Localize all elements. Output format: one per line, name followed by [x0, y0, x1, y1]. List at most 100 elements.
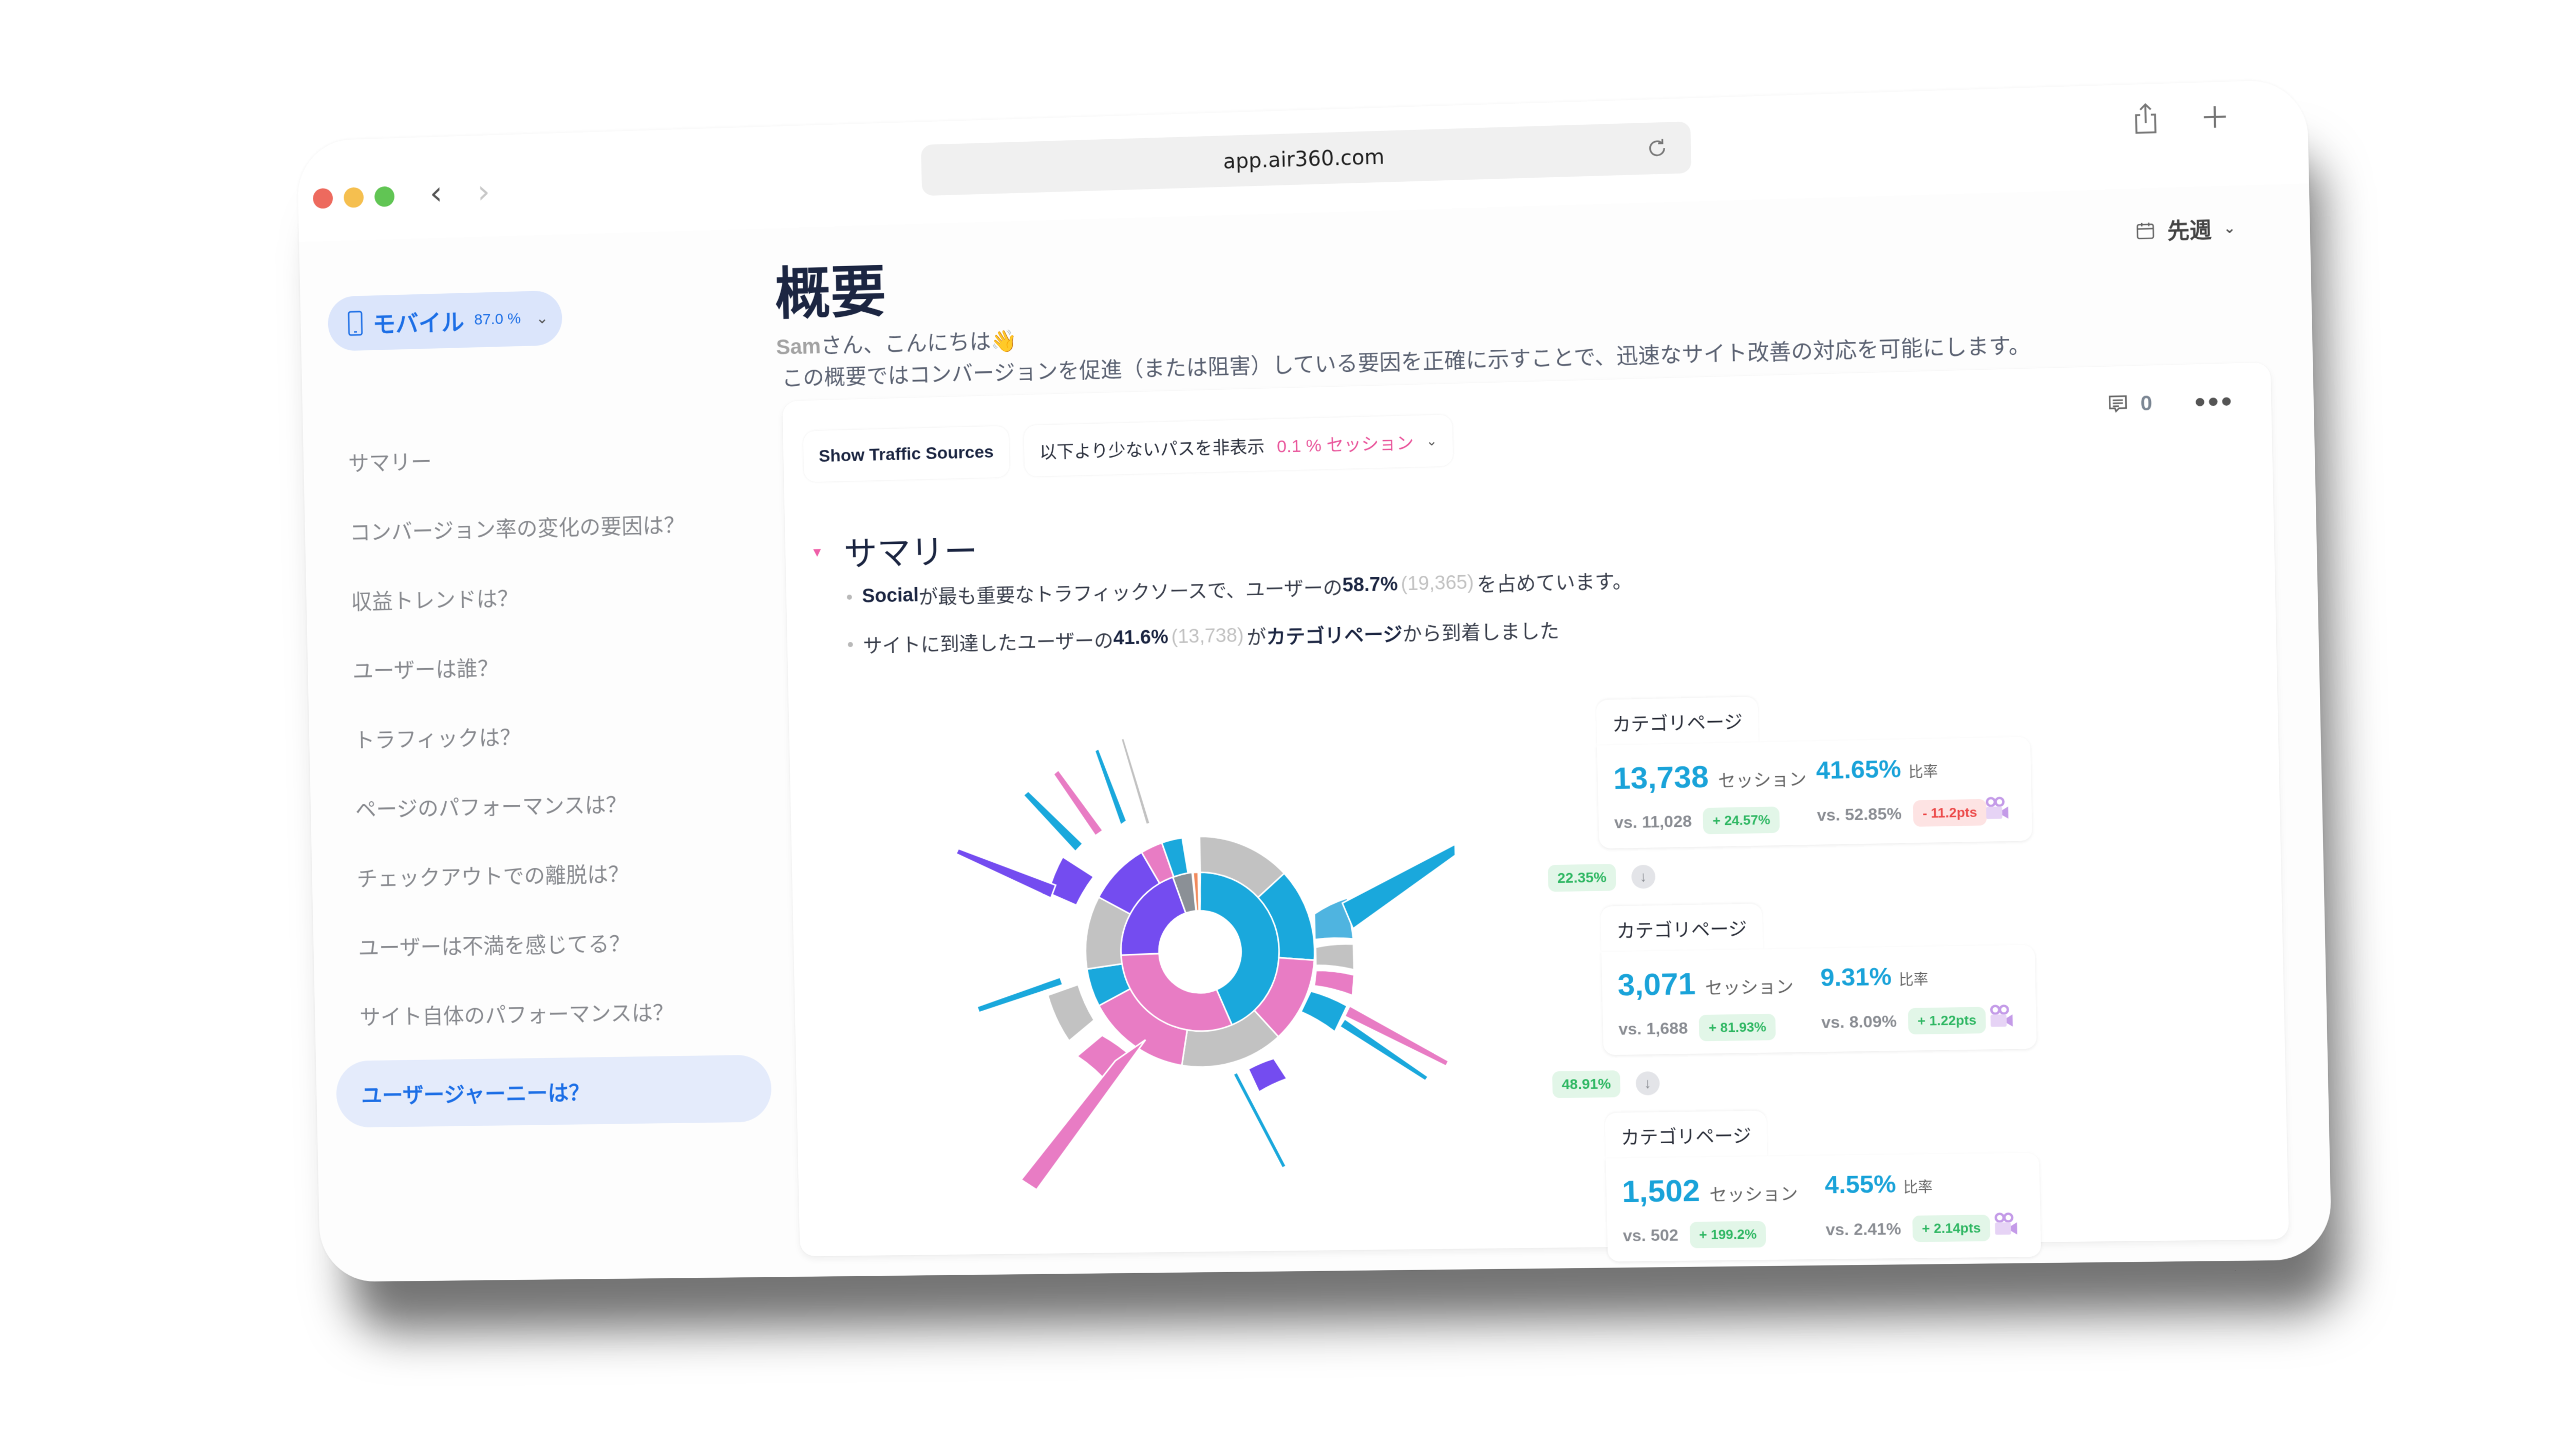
bullet-dot: [847, 641, 853, 647]
hide-paths-filter[interactable]: 以下より少ないパスを非表示 0.1 % セッション ⌄: [1023, 414, 1453, 477]
bullet-percent: 58.7%: [1342, 573, 1398, 596]
sidebar-item-site-performance[interactable]: サイト自体のパフォーマンスは？: [359, 1000, 674, 1030]
sessions-delta-badge: + 81.93%: [1699, 1013, 1776, 1042]
chevron-down-icon: ⌄: [2223, 219, 2236, 236]
session-replay-icon[interactable]: [1990, 1210, 2019, 1239]
rate-delta-badge: - 11.2pts: [1913, 799, 1987, 827]
collapse-caret-icon[interactable]: ▼: [810, 544, 824, 560]
user-name: Sam: [776, 334, 821, 360]
sunburst-segment: [1141, 843, 1174, 884]
rate-compare: vs. 52.85%: [1817, 804, 1902, 825]
bullet-percent: 41.6%: [1113, 626, 1169, 649]
sunburst-segment: [1121, 738, 1150, 825]
summary-section-header[interactable]: ▼ サマリー: [810, 524, 978, 577]
sunburst-segment: [1248, 1058, 1287, 1092]
bullet-text: が: [1247, 627, 1267, 649]
sunburst-segment: [1258, 873, 1315, 961]
greeting-text: さん、こんにちは👋: [820, 328, 1018, 358]
sunburst-segment: [1314, 898, 1353, 939]
dropoff-percent: 22.35%: [1547, 863, 1616, 892]
sunburst-segment: [1047, 856, 1094, 905]
arrow-down-icon[interactable]: ↓: [1631, 864, 1656, 889]
rate-value: 41.65%: [1816, 755, 1902, 785]
sidebar-item-who-are-users[interactable]: ユーザーは誰？: [352, 656, 499, 684]
url-text: app.air360.com: [1222, 145, 1385, 174]
page-title: 概要: [774, 260, 887, 326]
session-replay-icon[interactable]: [1986, 1002, 2015, 1032]
sunburst-segment: [1339, 1017, 1428, 1082]
dropoff-percent: 48.91%: [1552, 1070, 1621, 1099]
sidebar-item-conversion-drivers[interactable]: コンバージョン率の変化の要因は？: [349, 513, 685, 545]
more-options-icon[interactable]: •••: [2194, 383, 2235, 420]
filter-label: 以下より少ないパスを非表示: [1039, 437, 1265, 462]
chevron-down-icon: ⌄: [535, 309, 549, 327]
comments-button[interactable]: 0: [2105, 391, 2152, 417]
sessions-compare: vs. 1,688: [1618, 1018, 1688, 1038]
greeting: Samさん、こんにちは👋: [776, 324, 1018, 361]
bullet-text: を占めています。: [1477, 571, 1633, 596]
rate-compare: vs. 2.41%: [1825, 1219, 1901, 1239]
sidebar-item-summary[interactable]: サマリー: [348, 449, 432, 476]
sunburst-segment: [1199, 871, 1282, 1026]
main-content: 概要 Samさん、こんにちは👋 この概要ではコンバージョンを促進（または阻害）し…: [773, 183, 2332, 1277]
sunburst-segment: [1099, 988, 1188, 1067]
filter-value: 0.1 % セッション: [1276, 433, 1414, 457]
bullet-count: (13,738): [1171, 625, 1244, 648]
bullet-text: が最も重要なトラフィックソースで、ユーザーの: [918, 577, 1343, 609]
sessions-unit: セッション: [1705, 977, 1794, 998]
sidebar-item-page-performance[interactable]: ページのパフォーマンスは？: [355, 792, 628, 822]
minimize-window-button[interactable]: [343, 187, 364, 208]
funnel-dropoff: 22.35% ↓: [1547, 857, 2018, 892]
step-page-name: カテゴリページ: [1600, 903, 1763, 952]
show-traffic-sources-toggle[interactable]: Show Traffic Sources: [803, 426, 1010, 482]
sunburst-segment: [1300, 991, 1348, 1032]
bullet-text: サイトに到達したユーザーの: [862, 630, 1114, 657]
arrow-down-icon[interactable]: ↓: [1635, 1071, 1660, 1095]
sessions-value: 1,502: [1621, 1173, 1701, 1209]
sunburst-segment: [1018, 1040, 1149, 1190]
device-filter-dropdown[interactable]: モバイル 87.0 % ⌄: [327, 290, 563, 352]
reload-icon[interactable]: [1644, 134, 1671, 163]
sessions-value: 13,738: [1613, 759, 1709, 796]
sunburst-segment: [956, 847, 1056, 900]
new-tab-icon[interactable]: [2201, 104, 2229, 130]
share-icon[interactable]: [2131, 102, 2160, 136]
sidebar-item-user-journey[interactable]: ユーザージャーニーは？: [335, 1054, 772, 1128]
toolbar-actions: [2131, 100, 2229, 136]
sunburst-segment: [1121, 952, 1232, 1033]
sidebar-item-checkout-dropoff[interactable]: チェックアウトでの離脱は？: [356, 862, 630, 891]
sessions-delta-badge: + 199.2%: [1689, 1221, 1767, 1249]
maximize-window-button[interactable]: [374, 186, 395, 207]
user-journey-sunburst-chart[interactable]: [940, 703, 1462, 1199]
sessions-compare: vs. 11,028: [1614, 811, 1692, 832]
funnel-dropoff: 48.91% ↓: [1552, 1065, 2022, 1099]
sidebar-item-revenue-trend[interactable]: 収益トレンドは？: [351, 586, 519, 614]
window-controls: [313, 186, 395, 209]
address-bar[interactable]: app.air360.com: [921, 121, 1692, 196]
back-icon[interactable]: ‹: [429, 175, 443, 213]
session-replay-icon[interactable]: [1981, 795, 2011, 824]
bullet-bold: カテゴリページ: [1266, 623, 1403, 649]
sidebar-item-traffic[interactable]: トラフィックは？: [353, 725, 521, 753]
card-actions: 0 •••: [2105, 383, 2235, 420]
card-toolbar: Show Traffic Sources 以下より少ないパスを非表示 0.1 %…: [803, 414, 1453, 482]
sunburst-segment: [1199, 835, 1285, 899]
sunburst-segment: [1173, 873, 1196, 914]
close-window-button[interactable]: [313, 188, 333, 209]
sunburst-segment: [1253, 957, 1316, 1037]
sessions-unit: セッション: [1709, 1184, 1799, 1205]
sidebar-item-user-frustration[interactable]: ユーザーは不満を感じてる？: [357, 932, 631, 960]
device-filter-label: モバイル: [372, 309, 465, 338]
forward-icon[interactable]: ›: [477, 173, 491, 211]
rate-delta-badge: + 1.22pts: [1908, 1007, 1986, 1035]
sunburst-segment: [1048, 984, 1094, 1041]
rate-value: 4.55%: [1824, 1170, 1897, 1199]
date-range-dropdown[interactable]: 先週 ⌄: [2134, 212, 2236, 246]
summary-title: サマリー: [843, 532, 978, 573]
